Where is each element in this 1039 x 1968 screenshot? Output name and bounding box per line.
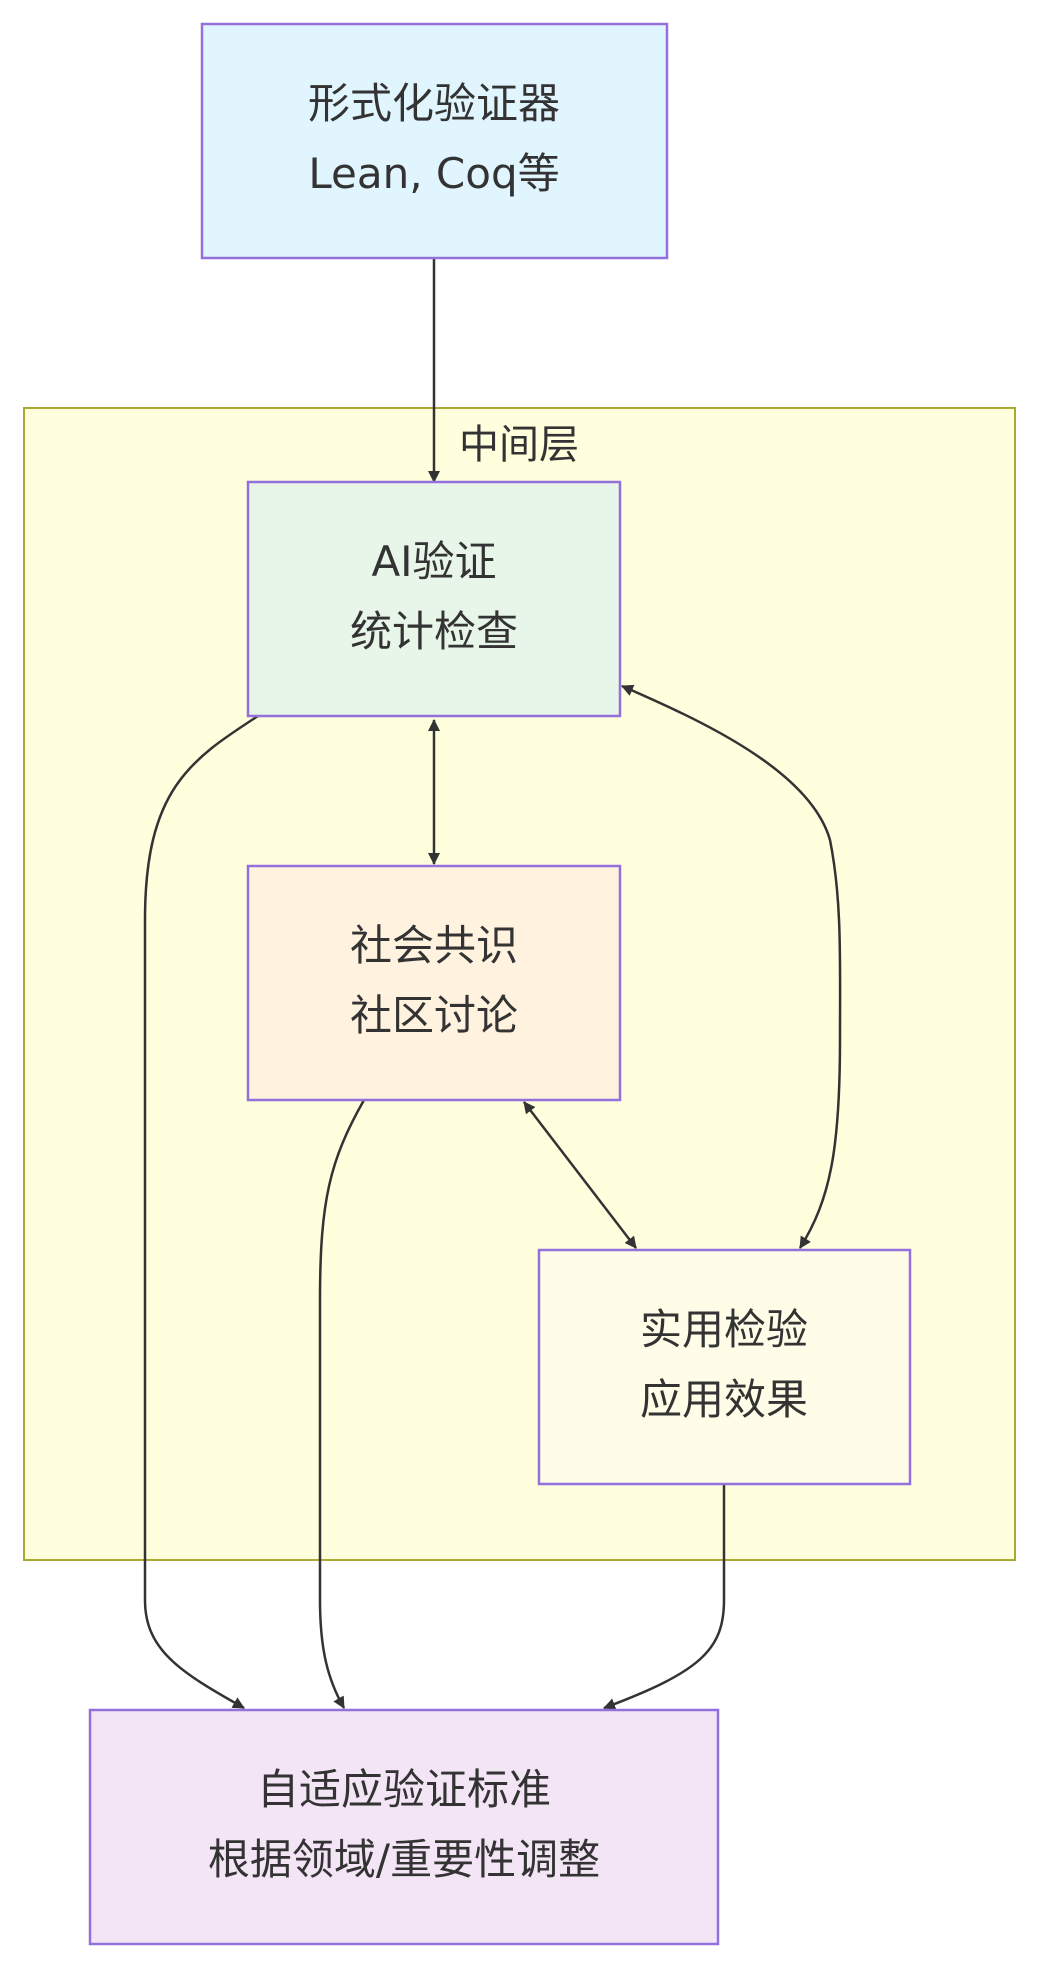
node-ai-verification-subtitle: 统计检查 <box>350 607 518 656</box>
node-adaptive-standard: 自适应验证标准 根据领域/重要性调整 <box>88 1708 720 1946</box>
edge-ai-to-adaptive <box>143 714 259 1710</box>
node-ai-verification-box <box>246 480 622 718</box>
node-formal-verifier-box <box>200 22 669 260</box>
edge-practical-to-adaptive <box>603 1484 726 1710</box>
node-formal-verifier: 形式化验证器 Lean, Coq等 <box>200 22 669 260</box>
edge-social-practical <box>523 1101 637 1249</box>
node-adaptive-standard-box <box>88 1708 720 1946</box>
node-adaptive-standard-subtitle: 根据领域/重要性调整 <box>208 1835 600 1884</box>
node-practical-test: 实用检验 应用效果 <box>537 1248 912 1486</box>
node-formal-verifier-subtitle: Lean, Coq等 <box>308 149 559 198</box>
node-practical-test-title: 实用检验 <box>640 1305 808 1354</box>
node-social-consensus-subtitle: 社区讨论 <box>350 991 518 1040</box>
edges <box>143 258 842 1710</box>
node-social-consensus-title: 社会共识 <box>350 921 518 970</box>
node-social-consensus-box <box>246 864 622 1102</box>
node-ai-verification-title: AI验证 <box>371 537 496 586</box>
node-ai-verification: AI验证 统计检查 <box>246 480 622 718</box>
middle-layer-label: 中间层 <box>459 422 579 468</box>
edge-ai-practical <box>621 684 842 1249</box>
node-practical-test-subtitle: 应用效果 <box>640 1375 808 1424</box>
node-adaptive-standard-title: 自适应验证标准 <box>257 1765 551 1814</box>
node-practical-test-box <box>537 1248 912 1486</box>
node-social-consensus: 社会共识 社区讨论 <box>246 864 622 1102</box>
edge-social-to-adaptive <box>318 1099 366 1709</box>
node-formal-verifier-title: 形式化验证器 <box>308 79 560 128</box>
